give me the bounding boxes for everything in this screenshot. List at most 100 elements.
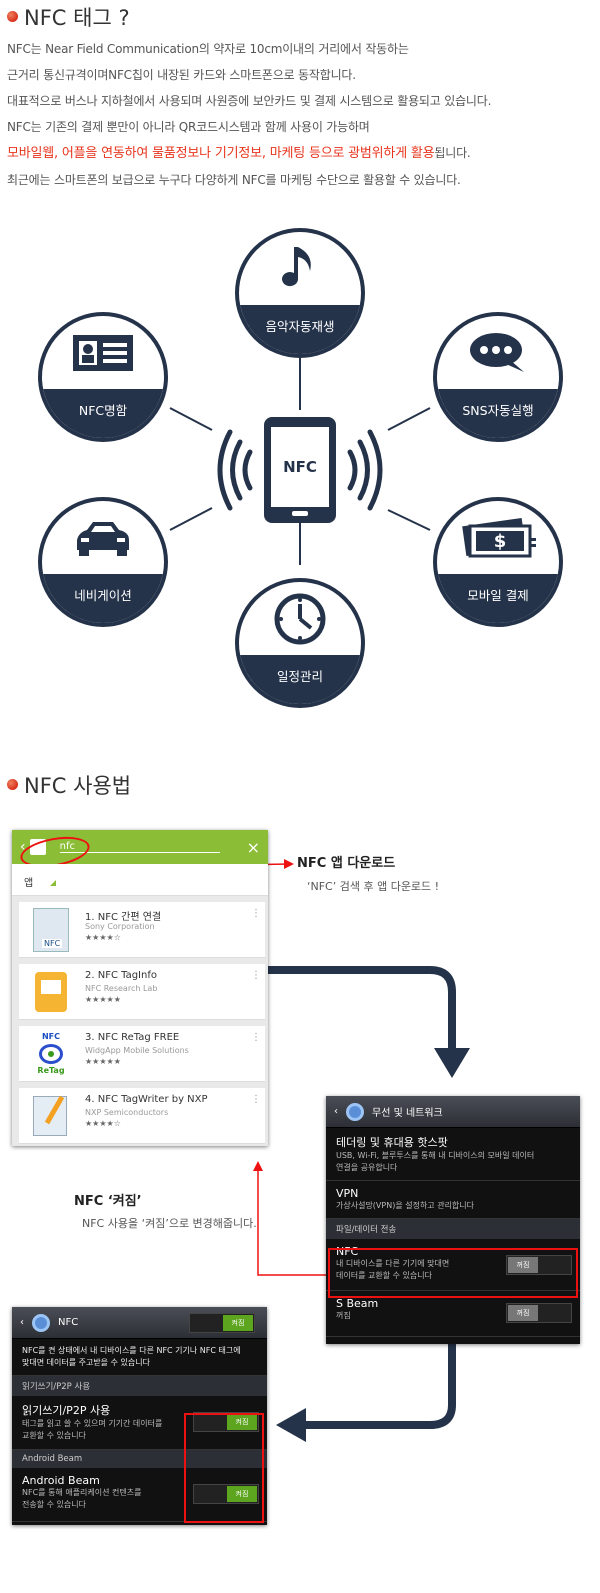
svg-text:$: $	[494, 531, 507, 552]
android-beam-toggle[interactable]: 켜짐	[193, 1484, 259, 1504]
intro-line: NFC는 기존의 결제 뿐만이 아니라 QR코드시스템과 함께 사용이 가능하며	[7, 120, 370, 134]
nfc-app-icon: NFC	[33, 908, 69, 952]
row-title: 읽기쓰기/P2P 사용	[22, 1404, 111, 1417]
overflow-menu-icon[interactable]: ⋮	[251, 970, 261, 981]
app-rating: ★★★★☆	[85, 1119, 121, 1128]
app-list-item[interactable]: NFC 1. NFC 간편 연결 Sony Corporation ★★★★☆ …	[19, 902, 265, 958]
retag-app-icon: NFC ReTag	[31, 1032, 71, 1076]
node-music: 음악자동재생	[235, 228, 365, 358]
car-icon	[42, 501, 164, 574]
section-title-nfc-tag: NFC 태그 ?	[24, 6, 130, 30]
settings-row-vpn[interactable]: VPN 가상사설망(VPN)을 설정하고 관리합니다	[326, 1181, 580, 1219]
gear-icon	[346, 1102, 364, 1121]
row-subtitle: NFC를 통해 애플리케이션 컨텐츠를	[22, 1488, 142, 1497]
app-title: 3. NFC ReTag FREE	[85, 1032, 180, 1043]
intro-text: NFC는 Near Field Communication의 약자로 10cm이…	[7, 36, 491, 193]
gear-icon	[32, 1313, 50, 1332]
intro-text: NFC를 켠 상태에서 내 디바이스를 다른 NFC 기기나 NFC 태그에	[22, 1346, 241, 1355]
toggle-label: 켜짐	[227, 1486, 257, 1502]
settings-header: ‹ 무선 및 네트워크	[326, 1096, 580, 1128]
node-label: 음악자동재생	[239, 305, 361, 354]
phone-home-button	[292, 511, 308, 516]
play-store-screenshot: ‹ nfc × 앱 NFC 1. NFC 간편 연결 Sony Corporat…	[12, 830, 268, 1146]
app-rating: ★★★★★	[85, 995, 121, 1004]
row-subtitle: 데이터를 교환할 수 있습니다	[336, 1271, 432, 1280]
music-icon	[239, 232, 361, 305]
phone-icon: NFC	[264, 417, 336, 523]
intro-text: 맞대면 데이터를 주고받을 수 있습니다	[22, 1358, 150, 1367]
app-developer: WidgApp Mobile Solutions	[85, 1046, 189, 1055]
wireless-settings-screenshot: ‹ 무선 및 네트워크 테더링 및 휴대용 핫스팟 USB, Wi-Fi, 블루…	[326, 1096, 580, 1344]
node-label: SNS자동실행	[437, 389, 559, 438]
step1-desc: ‘NFC’ 검색 후 앱 다운로드 !	[307, 880, 440, 893]
app-list-item[interactable]: NFC ReTag 3. NFC ReTag FREE WidgApp Mobi…	[19, 1026, 265, 1082]
node-business-card: NFC명함	[38, 312, 168, 442]
icon-label: ReTag	[37, 1066, 65, 1075]
icon-label: NFC	[42, 939, 63, 948]
back-chevron-icon[interactable]: ‹	[20, 839, 26, 855]
row-subtitle: 태그를 읽고 쓸 수 있으며 기기간 데이터를	[22, 1419, 163, 1428]
toggle-label: 꺼짐	[508, 1305, 538, 1321]
row-subtitle: 연결을 공유합니다	[336, 1163, 398, 1172]
section-title-how-to: NFC 사용법	[24, 774, 132, 798]
app-developer: NFC Research Lab	[85, 984, 158, 993]
intro-line: 대표적으로 버스나 지하철에서 사용되며 사원증에 보안카드 및 결제 시스템으…	[7, 94, 492, 108]
play-store-searchbar: ‹ nfc ×	[12, 830, 268, 864]
app-title: 4. NFC TagWriter by NXP	[85, 1094, 208, 1105]
row-title: 테더링 및 휴대용 핫스팟	[336, 1136, 448, 1149]
overflow-menu-icon[interactable]: ⋮	[251, 908, 261, 919]
row-title: VPN	[336, 1187, 359, 1200]
back-chevron-icon[interactable]: ‹	[334, 1106, 338, 1117]
nfc-master-toggle[interactable]: 켜짐	[189, 1313, 255, 1333]
nfc-settings-screenshot: ‹ NFC 켜짐 NFC를 켠 상태에서 내 디바이스를 다른 NFC 기기나 …	[12, 1307, 267, 1525]
overflow-menu-icon[interactable]: ⋮	[251, 1094, 261, 1105]
play-store-bag-icon	[29, 839, 46, 855]
node-sns: SNS자동실행	[433, 312, 563, 442]
node-mobile-payment: $ 모바일 결제	[433, 497, 563, 627]
node-label: 네비게이션	[42, 574, 164, 623]
clock-icon	[239, 582, 361, 655]
app-title: 2. NFC TagInfo	[85, 970, 157, 981]
settings-title: NFC	[58, 1317, 79, 1328]
settings-row-android-beam[interactable]: Android Beam NFC를 통해 애플리케이션 컨텐츠를 전송할 수 있…	[12, 1468, 267, 1522]
section-bullet	[7, 11, 18, 22]
nfc-intro: NFC를 켠 상태에서 내 디바이스를 다른 NFC 기기나 NFC 태그에 맞…	[12, 1339, 267, 1376]
nfc-toggle[interactable]: 꺼짐	[506, 1255, 572, 1275]
node-label: NFC명함	[42, 389, 164, 438]
toggles-highlight-box	[184, 1413, 264, 1523]
s-beam-toggle[interactable]: 꺼짐	[506, 1303, 572, 1323]
money-icon: $	[437, 501, 559, 574]
chat-bubble-icon	[437, 316, 559, 389]
tab-apps[interactable]: 앱	[24, 878, 34, 889]
highlight-suffix: 됩니다.	[434, 146, 471, 160]
tagwriter-app-icon	[33, 1095, 67, 1136]
settings-row-tethering[interactable]: 테더링 및 휴대용 핫스팟 USB, Wi-Fi, 블루투스를 통해 내 디바이…	[326, 1128, 580, 1181]
read-write-toggle[interactable]: 켜짐	[193, 1412, 259, 1432]
settings-row-read-write[interactable]: 읽기쓰기/P2P 사용 태그를 읽고 쓸 수 있으며 기기간 데이터를 교환할 …	[12, 1396, 267, 1450]
app-rating: ★★★★★	[85, 1057, 121, 1066]
search-input[interactable]: nfc	[59, 841, 220, 853]
icon-label: NFC	[41, 1032, 61, 1041]
row-subtitle: 전송할 수 있습니다	[22, 1500, 86, 1509]
app-list-item[interactable]: 2. NFC TagInfo NFC Research Lab ★★★★★ ⋮	[19, 964, 265, 1020]
settings-row-s-beam[interactable]: S Beam 꺼짐 꺼짐	[326, 1291, 580, 1337]
close-icon[interactable]: ×	[246, 837, 260, 857]
settings-header: ‹ NFC 켜짐	[12, 1307, 267, 1339]
step2-desc: NFC 사용을 ‘켜짐’으로 변경해줍니다.	[82, 1217, 257, 1230]
back-chevron-icon[interactable]: ‹	[20, 1317, 24, 1328]
app-list-item[interactable]: 4. NFC TagWriter by NXP NXP Semiconducto…	[19, 1088, 265, 1144]
app-rating: ★★★★☆	[85, 933, 121, 942]
nfc-waves	[217, 429, 383, 511]
id-card-icon	[42, 316, 164, 389]
dropdown-triangle-icon	[50, 880, 56, 886]
taginfo-app-icon	[35, 972, 67, 1012]
phone-screen-label: NFC	[271, 427, 329, 507]
row-title: Android Beam	[22, 1474, 100, 1487]
node-label: 일정관리	[239, 655, 361, 704]
diagram-connectors	[169, 358, 431, 565]
overflow-menu-icon[interactable]: ⋮	[251, 1032, 261, 1043]
nfc-highlight-box	[328, 1248, 578, 1298]
app-developer: NXP Semiconductors	[85, 1108, 169, 1117]
toggle-label: 켜짐	[227, 1414, 257, 1430]
